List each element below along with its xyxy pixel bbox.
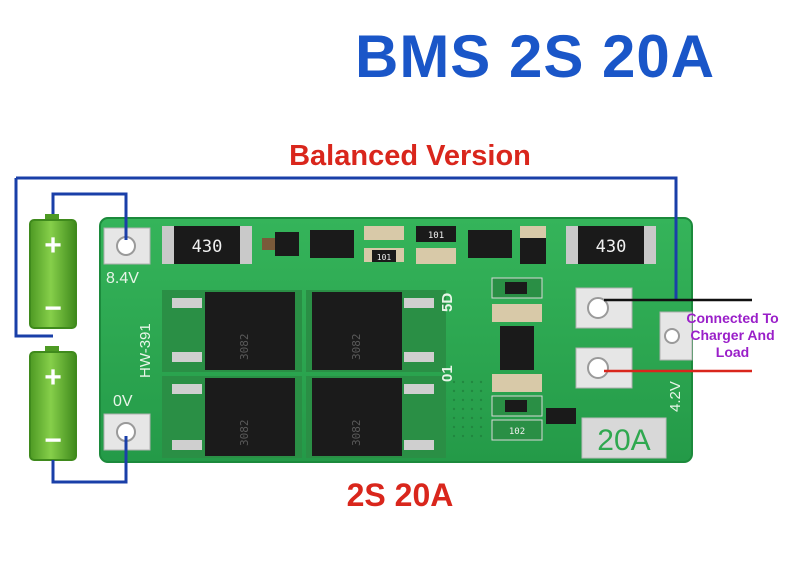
- current-rating-label: 20A: [597, 424, 650, 457]
- output-pad-top: [575, 287, 633, 329]
- battery-bottom-plus: +: [44, 361, 62, 394]
- svg-text:3082: 3082: [350, 334, 363, 361]
- battery-top: + −: [29, 214, 77, 329]
- balance-wire: [14, 178, 53, 338]
- connection-label-line-3: Load: [715, 344, 750, 360]
- battery-top-plus: +: [44, 229, 62, 262]
- connection-label-line-2: Charger And: [690, 327, 775, 343]
- output-pad-bottom: [575, 347, 633, 389]
- model-label: HW-391: [137, 323, 154, 378]
- battery-bottom: + −: [29, 346, 77, 461]
- board-mark-01: 01: [439, 365, 456, 382]
- svg-text:430: 430: [596, 237, 627, 257]
- right-small-components: 102: [491, 277, 576, 441]
- battery-top-to-8v4-wire: [51, 192, 128, 240]
- diagram-subtitle: Balanced Version: [289, 140, 531, 172]
- current-rating-box: [581, 417, 667, 459]
- board-mark-5d: 5D: [439, 293, 456, 312]
- top-small-components: 101 101: [262, 226, 546, 264]
- battery-bottom-minus: −: [44, 424, 62, 457]
- mosfet-1: 3082: [162, 290, 302, 372]
- resistor-left: 430: [162, 226, 252, 264]
- svg-text:101: 101: [377, 253, 392, 262]
- svg-text:430: 430: [192, 237, 223, 257]
- svg-text:3082: 3082: [238, 334, 251, 361]
- bottom-label: 2S 20A: [346, 477, 454, 513]
- connection-label-line-1: Connected To: [686, 310, 779, 326]
- mosfet-3: 3082: [162, 376, 302, 458]
- top-loop-wire: [16, 176, 678, 300]
- wires: [14, 176, 678, 484]
- svg-text:3082: 3082: [238, 420, 251, 447]
- voltage-top-label: 8.4V: [106, 270, 139, 287]
- svg-text:101: 101: [428, 231, 444, 241]
- svg-text:102: 102: [509, 427, 525, 437]
- mosfet-2: 3082: [306, 290, 446, 372]
- voltage-bottom-label: 0V: [113, 393, 133, 410]
- battery-bottom-to-0v-wire: [51, 436, 128, 484]
- connection-label: Connected To Charger And Load: [672, 310, 793, 370]
- battery-top-minus: −: [44, 292, 62, 325]
- resistor-right: 430: [566, 226, 656, 264]
- svg-text:3082: 3082: [350, 420, 363, 447]
- output-pad-right: [659, 311, 693, 361]
- diagram-title: BMS 2S 20A: [355, 23, 716, 90]
- mosfet-4: 3082: [306, 376, 446, 458]
- right-voltage-label: 4.2V: [667, 381, 684, 412]
